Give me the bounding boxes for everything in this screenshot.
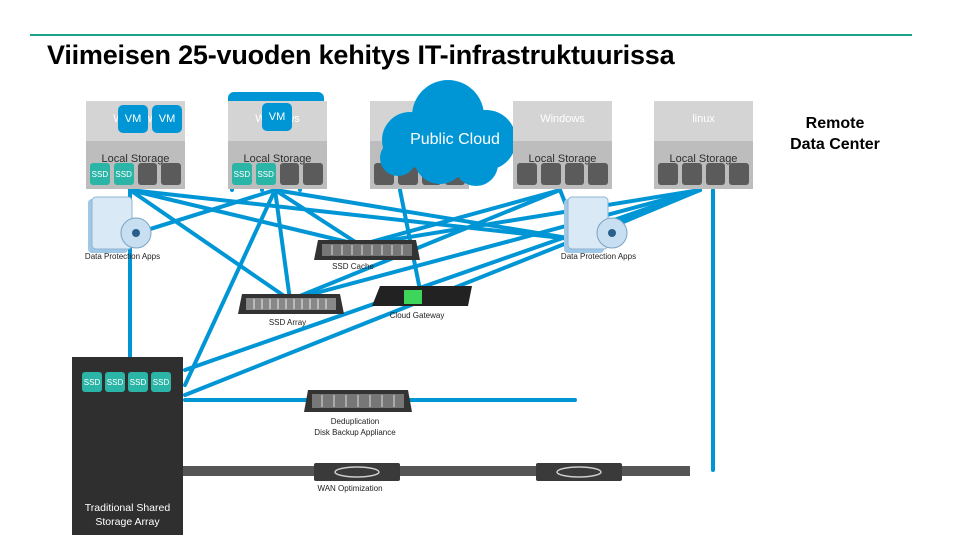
local-storage-label: Local Storage	[669, 153, 738, 165]
public-cloud-label: Public Cloud	[410, 131, 500, 148]
traditional-array-caption: Traditional Shared Storage Array	[72, 501, 183, 529]
server-5: linux Local Storage	[654, 101, 753, 189]
drive-slots	[517, 163, 608, 185]
data-protection-label: Data Protection Apps	[560, 252, 637, 261]
drive-slots	[658, 163, 749, 185]
data-protection-icon	[564, 196, 628, 253]
drive-slot	[588, 163, 608, 185]
ssd-cache-label: SSD Cache	[332, 262, 374, 271]
drive-slot	[137, 163, 158, 185]
traditional-storage-array: SSD SSD SSD SSD Traditional Shared Stora…	[72, 357, 183, 535]
local-storage-label: Local Storage	[528, 153, 597, 165]
caption-line-1: Traditional Shared	[84, 502, 171, 514]
local-storage-label: Local Storage	[243, 153, 312, 165]
drive-slot	[564, 163, 585, 185]
drive-slot	[729, 163, 749, 185]
drive-slots: SSD SSD	[232, 163, 323, 185]
remote-line-2: Data Center	[790, 136, 880, 153]
drive-slot	[658, 163, 678, 185]
ssd-slot: SSD	[128, 372, 148, 392]
vm-badge: VM	[118, 105, 148, 133]
wan-label: WAN Optimization	[317, 484, 383, 493]
dedup-line-2: Disk Backup Appliance	[314, 428, 396, 437]
drive-slot	[161, 163, 181, 185]
cloud-icon	[380, 80, 516, 186]
title-divider	[30, 34, 912, 36]
ssd-slot: SSD	[151, 372, 171, 392]
wan-optimization-icon	[314, 463, 622, 481]
drive-slot	[303, 163, 323, 185]
ssd-cache-icon	[314, 240, 420, 260]
os-label: Windows	[540, 113, 585, 125]
caption-line-2: Storage Array	[95, 516, 160, 528]
drive-slot	[279, 163, 300, 185]
drive-slot	[540, 163, 561, 185]
ssd-slot: SSD	[113, 163, 134, 185]
ssd-slot: SSD	[255, 163, 276, 185]
page-title: Viimeisen 25-vuoden kehitys IT-infrastru…	[47, 40, 675, 70]
ssd-slot: SSD	[232, 163, 252, 185]
ssd-slot: SSD	[90, 163, 110, 185]
dedup-label: Deduplication Disk Backup Appliance	[300, 416, 410, 438]
remote-data-center-label: Remote Data Center	[770, 113, 900, 155]
drive-slots: SSD SSD	[90, 163, 181, 185]
vm-badge: VM	[152, 105, 182, 133]
remote-line-1: Remote	[805, 115, 865, 132]
ssd-slot: SSD	[105, 372, 125, 392]
server-4: Windows Local Storage	[513, 101, 612, 189]
data-protection-icon	[88, 196, 152, 253]
ssd-array-label: SSD Array	[268, 318, 307, 327]
cloud-gateway-label: Cloud Gateway	[389, 311, 445, 320]
drive-slot	[681, 163, 702, 185]
drive-slot	[517, 163, 537, 185]
data-protection-label: Data Protection Apps	[84, 252, 161, 261]
os-label: linux	[692, 113, 715, 125]
cloud-gateway-icon	[372, 286, 472, 306]
ssd-array-icon	[238, 294, 344, 314]
local-storage-label: Local Storage	[101, 153, 170, 165]
dedup-appliance-icon	[304, 390, 412, 412]
ssd-row: SSD SSD SSD SSD	[82, 372, 171, 392]
drive-slot	[705, 163, 726, 185]
vm-badge: VM	[262, 103, 292, 131]
ssd-slot: SSD	[82, 372, 102, 392]
dedup-line-1: Deduplication	[330, 417, 380, 426]
